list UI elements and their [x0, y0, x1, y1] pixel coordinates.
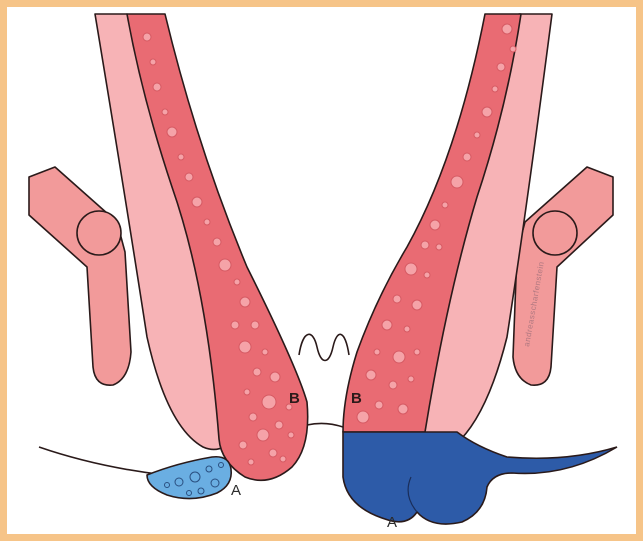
- right-joint-circle: [533, 211, 577, 255]
- label-left-muscle: B: [289, 390, 300, 407]
- left-limb: [29, 167, 131, 385]
- left-joint-circle: [77, 211, 121, 255]
- label-right-abscess: A: [387, 514, 397, 531]
- right-cyst: [343, 432, 617, 524]
- anatomy-diagram: .st { stroke: #2a1a1a; stroke-width: 1.6…: [7, 7, 636, 534]
- label-right-muscle: B: [351, 390, 362, 407]
- label-left-abscess: A: [231, 482, 241, 499]
- right-limb: [513, 167, 613, 385]
- left-cyst: [147, 457, 231, 499]
- wavy-line: [299, 334, 349, 360]
- left-skin-line: [39, 447, 165, 475]
- center-line: [307, 423, 343, 427]
